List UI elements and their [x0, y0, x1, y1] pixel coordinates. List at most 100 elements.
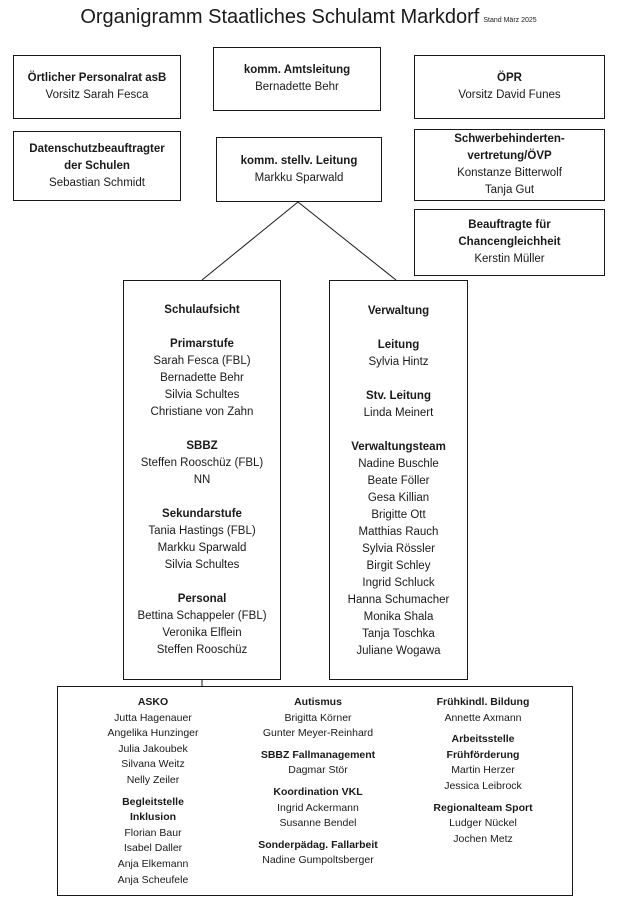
list-item: Matthias Rauch	[358, 526, 439, 538]
datenschutz-box: Datenschutzbeauftragter der Schulen Seba…	[13, 131, 181, 201]
list-item: Monika Shala	[363, 611, 434, 623]
verwaltungsteam-head: Verwaltungsteam	[351, 441, 446, 453]
amtsleitung-title: komm. Amtsleitung	[243, 64, 351, 76]
title-text: Organigramm Staatliches Schulamt Markdor…	[80, 6, 480, 28]
fruehkindl-bildung-head: Frühkindl. Bildung	[436, 696, 530, 708]
list-item: Sarah Fesca (FBL)	[153, 355, 251, 367]
list-item: Veronika Elflein	[162, 627, 242, 639]
personalrat-title: Örtlicher Personalrat asB	[27, 72, 167, 84]
list-item: Isabel Daller	[123, 842, 183, 855]
list-item: Silvia Schultes	[164, 389, 240, 401]
list-item: Florian Baur	[124, 826, 182, 839]
schwerbehinderten-title-2: vertretung/ÖVP	[467, 150, 552, 162]
list-item: Sylvia Rössler	[362, 543, 435, 555]
list-item: Dagmar Stör	[288, 764, 348, 777]
list-item: Steffen Rooschüz	[156, 644, 248, 656]
verwaltung-box: Verwaltung Leitung Sylvia Hintz Stv. Lei…	[329, 280, 468, 680]
koordination-vkl-head: Koordination VKL	[273, 785, 363, 798]
list-item: Julia Jakoubek	[118, 742, 188, 755]
list-item: Hanna Schumacher	[347, 594, 450, 606]
leitung-head: Leitung	[377, 339, 420, 351]
chancen-title-2: Chancengleichheit	[458, 236, 561, 248]
sekundarstufe-head: Sekundarstufe	[162, 508, 242, 520]
begleitstelle-head-2: Inklusion	[129, 811, 177, 824]
list-item: Nadine Gumpoltsberger	[262, 854, 374, 867]
list-item: Silvana Weitz	[121, 758, 185, 771]
list-item: Bettina Schappeler (FBL)	[137, 610, 267, 622]
list-item: Tanja Toschka	[362, 628, 435, 640]
asko-head: ASKO	[137, 696, 169, 708]
oepr-title: ÖPR	[497, 72, 522, 84]
list-item: Ingrid Schluck	[362, 577, 435, 589]
amtsleitung-name: Bernadette Behr	[255, 81, 339, 93]
list-item: Jutta Hagenauer	[114, 711, 192, 724]
list-item: Angelika Hunzinger	[107, 727, 199, 740]
sbbz-fallmanagement-head: SBBZ Fallmanagement	[260, 748, 376, 761]
list-item: Linda Meinert	[363, 407, 434, 419]
list-item: NN	[193, 474, 211, 486]
schwerbehinderten-name-1: Konstanze Bitterwolf	[457, 167, 562, 179]
sbbz-head: SBBZ	[186, 440, 218, 452]
datenschutz-title-2: der Schulen	[64, 159, 130, 172]
list-item: Juliane Wogawa	[356, 645, 441, 657]
arbeitsstelle-head-2: Frühförderung	[446, 748, 520, 761]
schwerbehinderten-box: Schwerbehinderten- vertretung/ÖVP Konsta…	[414, 129, 605, 201]
schulaufsicht-box: Schulaufsicht Primarstufe Sarah Fesca (F…	[123, 280, 281, 680]
begleitstelle-head-1: Begleitstelle	[122, 795, 184, 808]
personal-head: Personal	[177, 593, 227, 605]
primarstufe-head: Primarstufe	[170, 338, 234, 350]
regionalteam-sport-head: Regionalteam Sport	[433, 801, 533, 814]
list-item: Tania Hastings (FBL)	[148, 525, 256, 537]
page-title: Organigramm Staatliches Schulamt Markdor…	[0, 6, 617, 29]
oepr-box: ÖPR Vorsitz David Funes	[414, 55, 605, 119]
bottom-column-3: Frühkindl. Bildung Annette Axmann Arbeit…	[403, 695, 563, 847]
chancen-box: Beauftragte für Chancengleichheit Kersti…	[414, 209, 605, 276]
list-item: Nelly Zeiler	[126, 773, 180, 786]
list-item: Silvia Schultes	[164, 559, 240, 571]
additional-units-box: ASKO Jutta Hagenauer Angelika Hunzinger …	[57, 686, 573, 896]
list-item: Bernadette Behr	[160, 372, 244, 384]
list-item: Steffen Rooschüz (FBL)	[140, 457, 264, 469]
personalrat-line: Vorsitz Sarah Fesca	[45, 89, 149, 101]
list-item: Anja Scheufele	[117, 873, 189, 886]
list-item: Brigitte Ott	[371, 509, 426, 521]
datenschutz-name: Sebastian Schmidt	[49, 176, 145, 189]
schwerbehinderten-name-2: Tanja Gut	[484, 184, 535, 196]
connector-stellv-left	[201, 201, 299, 281]
list-item: Ludger Nückel	[449, 817, 517, 830]
list-item: Jochen Metz	[453, 832, 513, 845]
chancen-name: Kerstin Müller	[474, 253, 545, 265]
connector-stellv-right	[297, 201, 397, 281]
chancen-title-1: Beauftragte für	[468, 219, 551, 231]
list-item: Martin Herzer	[451, 764, 515, 777]
list-item: Christiane von Zahn	[150, 406, 254, 418]
stand-date: Stand März 2025	[483, 17, 537, 24]
list-item: Gesa Killian	[367, 492, 430, 504]
schwerbehinderten-title-1: Schwerbehinderten-	[454, 133, 565, 145]
personalrat-box: Örtlicher Personalrat asB Vorsitz Sarah …	[13, 55, 181, 119]
datenschutz-title-1: Datenschutzbeauftragter	[29, 142, 165, 155]
list-item: Gunter Meyer-Reinhard	[262, 727, 374, 740]
list-item: Jessica Leibrock	[444, 779, 522, 792]
stv-leitung-head: Stv. Leitung	[366, 390, 431, 402]
list-item: Susanne Bendel	[279, 817, 357, 830]
list-item: Sylvia Hintz	[368, 356, 429, 368]
list-item: Nadine Buschle	[358, 458, 439, 470]
arbeitsstelle-head-1: Arbeitsstelle	[451, 733, 515, 746]
list-item: Ingrid Ackermann	[277, 801, 359, 814]
list-item: Brigitta Körner	[284, 711, 352, 724]
list-item: Beate Föller	[367, 475, 430, 487]
stellv-leitung-box: komm. stellv. Leitung Markku Sparwald	[216, 137, 382, 202]
stellv-name: Markku Sparwald	[254, 171, 344, 184]
list-item: Annette Axmann	[444, 711, 522, 724]
list-item: Markku Sparwald	[157, 542, 247, 554]
list-item: Anja Elkemann	[117, 857, 189, 870]
verwaltung-title: Verwaltung	[367, 305, 430, 317]
schulaufsicht-title: Schulaufsicht	[164, 304, 240, 316]
stellv-title: komm. stellv. Leitung	[240, 154, 358, 167]
list-item: Birgit Schley	[366, 560, 431, 572]
oepr-line: Vorsitz David Funes	[458, 89, 561, 101]
bottom-column-1: ASKO Jutta Hagenauer Angelika Hunzinger …	[78, 695, 228, 888]
autismus-head: Autismus	[294, 696, 342, 708]
